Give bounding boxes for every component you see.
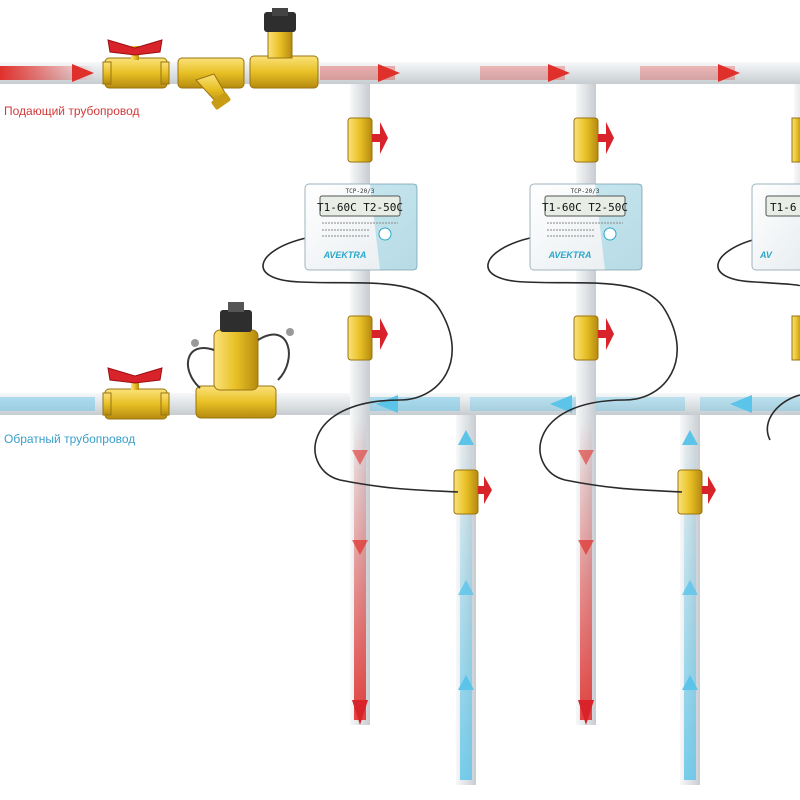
heat-meter-1-model: TCP-20/3 <box>346 188 375 195</box>
riser-2-lower-valve <box>573 315 614 361</box>
riser-1 <box>262 84 492 785</box>
svg-text:T1-6: T1-6 <box>770 201 797 214</box>
heat-meter-1-display: T1-60C T2-50C <box>317 201 403 214</box>
return-pipeline-label: Обратный трубопровод <box>4 432 136 446</box>
riser-1-upper-valve <box>347 117 388 163</box>
heat-meter-2: TCP-20/3 T1-60C T2-50C AVEKTRA <box>529 183 643 271</box>
supply-ball-valve <box>102 39 170 89</box>
heat-meter-2-brand: AVEKTRA <box>548 250 592 260</box>
riser-2-upper-valve <box>573 117 614 163</box>
strainer-filter <box>177 57 245 110</box>
heat-meter-1-brand: AVEKTRA <box>323 250 367 260</box>
riser-3 <box>717 84 800 441</box>
riser-2-return-valve <box>677 469 716 515</box>
riser-1-lower-valve <box>347 315 388 361</box>
heat-meter-2-display: T1-60C T2-50C <box>542 201 628 214</box>
heat-meter-2-model: TCP-20/3 <box>571 188 600 195</box>
supply-pipeline-label: Подающий трубопровод <box>4 104 140 118</box>
balancing-valve <box>249 8 319 89</box>
svg-text:AV: AV <box>759 250 773 260</box>
return-ball-valve <box>102 367 170 420</box>
riser-1-return-valve <box>453 469 492 515</box>
heat-meter-3: T1-6 AV <box>751 183 800 271</box>
heat-meter-1: TCP-20/3 T1-60C T2-50C AVEKTRA <box>304 183 418 271</box>
pressure-regulator <box>186 302 294 419</box>
riser-2 <box>487 84 716 785</box>
